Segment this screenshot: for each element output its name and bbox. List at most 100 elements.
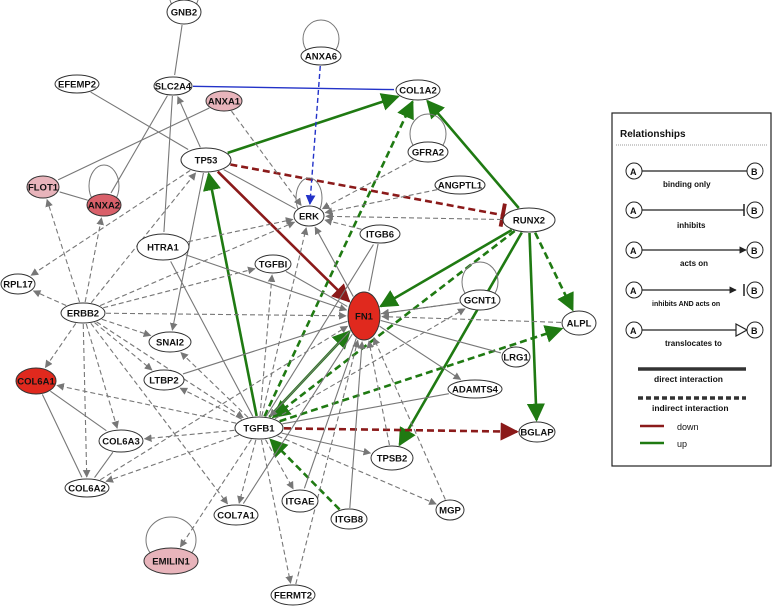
edge-runx2-bglap: [526, 232, 546, 422]
node-mgp[interactable]: MGP: [435, 499, 465, 521]
edge-itgb6-fn1: [368, 243, 379, 292]
node-label: ITGB8: [335, 515, 363, 526]
node-label: COL6A3: [102, 437, 139, 448]
edge-runx2-col1a2: [426, 99, 520, 209]
node-label: ERBB2: [67, 309, 99, 320]
legend-up-label: up: [677, 439, 687, 449]
node-tp53[interactable]: TP53: [180, 147, 232, 173]
node-col1a2[interactable]: COL1A2: [395, 79, 441, 101]
edge-col6a1-col6a2: [41, 394, 83, 478]
node-slc2a4[interactable]: SLC2A4: [153, 76, 193, 96]
node-bglap[interactable]: BGLAP: [518, 421, 556, 443]
node-shape: [64, 478, 110, 498]
edge-erbb2-ltbp2: [94, 322, 153, 371]
node-anxa1[interactable]: ANXA1: [205, 90, 243, 112]
legend-node-a: A: [630, 167, 637, 177]
node-col6a2[interactable]: COL6A2: [64, 478, 110, 498]
edge-fermt2-fn1: [295, 339, 360, 585]
edge-fn1-lrg1: [380, 319, 502, 354]
node-fn1[interactable]: FN1: [347, 291, 381, 341]
edge-erbb2-tp53: [90, 172, 197, 304]
legend: Relationships A B binding only A B inhib…: [611, 112, 772, 467]
node-shape: [54, 74, 100, 94]
edge-slc2a4-htra1: [163, 95, 173, 233]
legend-node-b: B: [751, 206, 758, 216]
legend-indirect-label: indirect interaction: [652, 403, 729, 413]
edge-fn1-adamts4: [379, 325, 462, 380]
node-label: RPL17: [3, 280, 33, 291]
node-label: ITGB6: [366, 230, 394, 241]
edge-tp53-runx2: [230, 163, 507, 227]
node-gfra2[interactable]: GFRA2: [407, 141, 449, 163]
node-gcnt1[interactable]: GCNT1: [459, 289, 501, 311]
node-shape: [459, 289, 501, 311]
node-snai2[interactable]: SNAI2: [148, 331, 192, 353]
node-itgb8[interactable]: ITGB8: [330, 508, 368, 530]
edge-erbb2-col6a2: [82, 323, 91, 478]
node-erk[interactable]: ERK: [293, 205, 325, 227]
node-shape: [435, 499, 465, 521]
edge-itgb6-erk: [324, 218, 362, 230]
node-runx2[interactable]: RUNX2: [502, 207, 556, 233]
node-anxa6[interactable]: ANXA6: [300, 46, 342, 66]
edge-col6a1-col6a3: [50, 390, 107, 432]
node-col6a1[interactable]: COL6A1: [15, 367, 57, 395]
node-efemp2[interactable]: EFEMP2: [54, 74, 100, 94]
node-label: FERMT2: [274, 591, 312, 602]
node-tgfb1[interactable]: TGFB1: [234, 416, 284, 440]
node-shape: [330, 508, 368, 530]
edge-col6a2-fn1: [99, 325, 349, 481]
node-shape: [254, 254, 292, 274]
node-itgb6[interactable]: ITGB6: [359, 224, 401, 244]
edge-runx2-fn1: [379, 228, 513, 308]
node-tgfbi[interactable]: TGFBI: [254, 254, 292, 274]
node-htra1[interactable]: HTRA1: [136, 233, 190, 261]
edge-itgb8-tgfb1: [269, 438, 341, 511]
edge-tgfb1-col6a3: [143, 429, 235, 442]
node-gnb2[interactable]: GNB2: [166, 0, 202, 25]
node-label: GFRA2: [412, 148, 444, 159]
edges-layer: [30, 24, 574, 585]
node-itgae[interactable]: ITGAE: [281, 489, 319, 513]
node-col6a3[interactable]: COL6A3: [98, 429, 144, 453]
node-shape: [407, 141, 449, 163]
edge-fn1-col7a1: [242, 333, 353, 504]
node-label: ANXA1: [208, 97, 241, 108]
node-rpl17[interactable]: RPL17: [0, 273, 36, 295]
edge-tgfb1-emilin1: [179, 439, 252, 548]
edge-mgp-fn1: [372, 337, 446, 500]
edge-tp53-erk: [223, 169, 296, 210]
node-label: TGFB1: [243, 424, 275, 435]
node-label: ALPL: [567, 319, 592, 330]
node-label: COL1A2: [399, 86, 436, 97]
node-shape: [518, 421, 556, 443]
node-ltbp2[interactable]: LTBP2: [143, 369, 185, 391]
node-fermt2[interactable]: FERMT2: [270, 584, 316, 606]
node-col7a1[interactable]: COL7A1: [213, 504, 259, 526]
edge-tgfb1-col1a2: [263, 100, 414, 417]
node-adamts4[interactable]: ADAMTS4: [447, 379, 503, 399]
node-alpl[interactable]: ALPL: [561, 310, 597, 336]
node-angptl1[interactable]: ANGPTL1: [434, 175, 486, 195]
node-emilin1[interactable]: EMILIN1: [143, 547, 199, 575]
edge-tp53-slc2a4: [177, 96, 201, 148]
node-shape: [395, 79, 441, 101]
node-shape: [347, 291, 381, 341]
node-label: HTRA1: [147, 243, 179, 254]
node-flot1[interactable]: FLOT1: [26, 175, 60, 199]
node-lrg1[interactable]: LRG1: [501, 346, 531, 368]
edge-fn1-erk: [314, 226, 354, 297]
node-shape: [180, 147, 232, 173]
node-anxa2[interactable]: ANXA2: [86, 193, 122, 217]
node-label: SNAI2: [156, 338, 184, 349]
edge-itgb8-fn1: [349, 341, 366, 509]
edge-erbb2-anxa2: [84, 217, 104, 303]
node-erbb2[interactable]: ERBB2: [60, 302, 106, 324]
node-label: LTBP2: [149, 376, 178, 387]
edge-tgfbi-fn1: [285, 270, 348, 307]
node-shape: [205, 90, 243, 112]
node-tpsb2[interactable]: TPSB2: [370, 445, 414, 471]
node-shape: [166, 0, 202, 25]
node-label: COL7A1: [217, 511, 255, 522]
